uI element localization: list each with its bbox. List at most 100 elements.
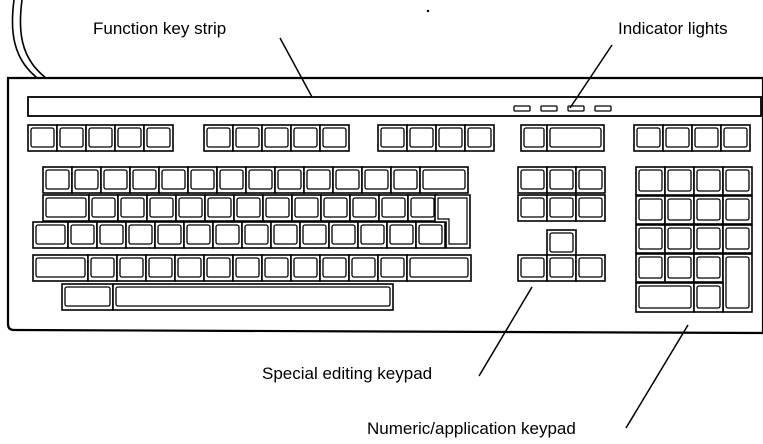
main-key [175,194,206,222]
main-key [116,254,147,282]
main-key [332,166,363,194]
main-key [42,194,90,222]
main-key [390,166,421,194]
indicator-light [540,105,558,112]
callout-line-indicators [569,44,613,109]
numeric-key [693,166,724,196]
indicator-light [567,105,585,112]
main-key [378,194,409,222]
function-key [232,124,263,152]
editing-key [546,166,577,194]
main-key [96,221,127,249]
main-key [415,221,446,249]
numeric-key [693,224,724,254]
function-key [114,124,145,152]
function-key [662,124,693,152]
main-key [174,254,205,282]
numeric-key [693,282,724,313]
function-key [261,124,292,152]
main-key [357,221,388,249]
main-key [232,254,263,282]
main-key [125,221,156,249]
main-key [386,221,417,249]
main-key [129,166,160,194]
main-key [183,221,214,249]
function-key [633,124,664,152]
keyboard-cable [11,0,47,81]
main-key [145,254,176,282]
numeric-application-keypad-label: Numeric/application keypad [367,419,576,438]
main-key [233,194,264,222]
numeric-key [664,253,695,283]
main-key [146,194,177,222]
main-key [87,254,118,282]
numeric-key [693,253,724,283]
function-key [520,124,548,152]
main-key [154,221,185,249]
main-key [245,166,276,194]
callout-line-numeric [625,324,689,429]
return-key [434,194,471,249]
numeric-key [635,253,666,283]
main-key [349,194,380,222]
numeric-key [722,166,753,196]
function-key-strip-label: Function key strip [93,19,226,38]
main-key [204,194,235,222]
indicator-light [513,105,531,112]
main-key [320,194,351,222]
editing-key [517,254,548,282]
main-key [319,254,350,282]
function-key-strip [27,96,762,117]
callout-line-function-strip [279,37,313,98]
keys-group [27,124,753,313]
main-key [42,166,73,194]
numeric-key [664,195,695,225]
function-key [203,124,234,152]
main-key [291,194,322,222]
indicator-lights-label: Indicator lights [618,19,728,38]
main-key [187,166,218,194]
numeric-key [664,166,695,196]
editing-key [517,194,548,222]
special-editing-keypad-label: Special editing keypad [262,364,432,383]
main-key [348,254,379,282]
function-key [406,124,437,152]
editing-key [546,229,577,257]
main-key [117,194,148,222]
numeric-key [722,195,753,225]
main-key [203,254,234,282]
editing-key [517,166,548,194]
main-key [100,166,131,194]
main-key [32,221,69,249]
main-key [328,221,359,249]
main-key [67,221,98,249]
function-key [435,124,466,152]
numeric-key [664,224,695,254]
numeric-key [635,195,666,225]
editing-key [546,194,577,222]
function-key [377,124,408,152]
function-key [143,124,174,152]
main-key [71,166,102,194]
main-key [419,166,469,194]
main-key [303,166,334,194]
main-key [61,283,114,311]
function-key [56,124,87,152]
callout-line-special-editing [478,286,533,377]
main-key [290,254,321,282]
function-key [85,124,116,152]
space-bar [112,283,394,311]
indicator-light [594,105,612,112]
main-key [88,194,119,222]
return-key-cap [437,197,468,245]
main-key [261,254,292,282]
main-key [262,194,293,222]
main-key [274,166,305,194]
function-key [691,124,722,152]
main-key [212,221,243,249]
function-key [290,124,321,152]
function-key [546,124,605,152]
function-key [27,124,58,152]
main-key [299,221,330,249]
